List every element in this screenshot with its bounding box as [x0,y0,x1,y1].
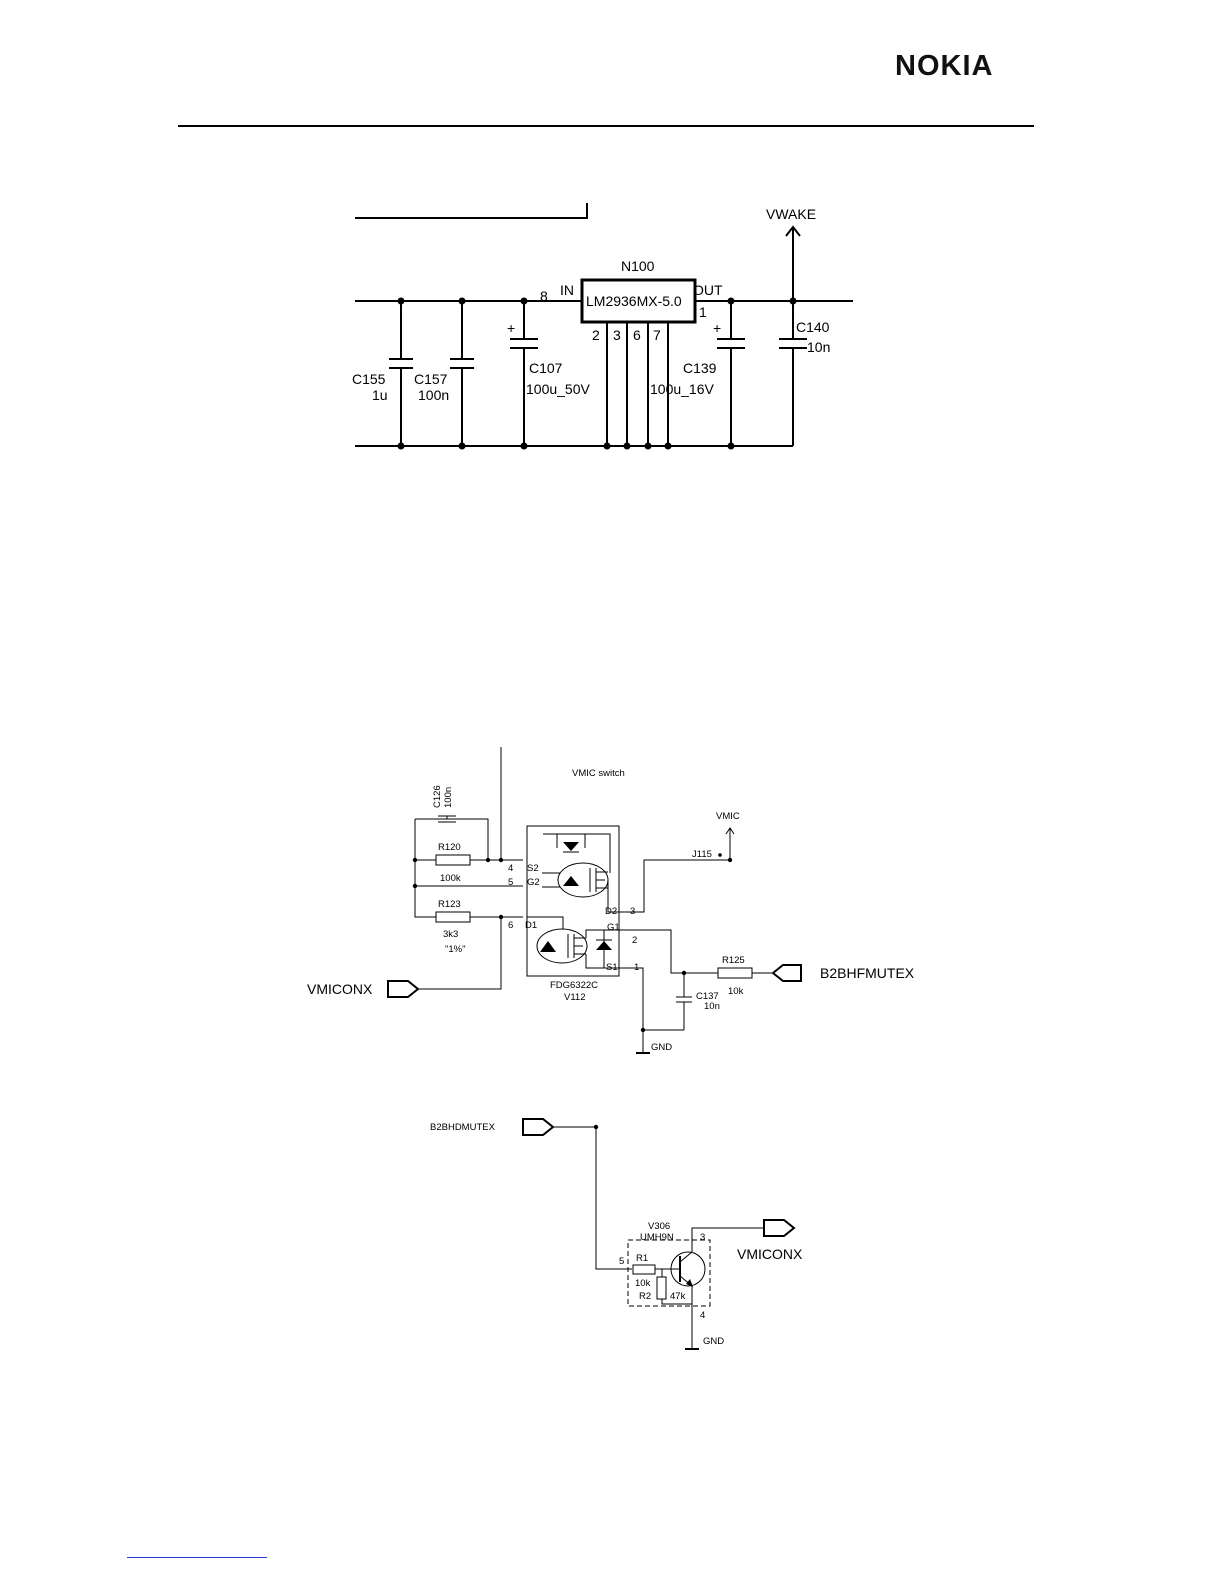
gnd-pin-6: 6 [633,327,641,343]
vmiconx-label: VMICONX [307,981,373,997]
v306-package [627,1239,711,1307]
r125-value: 10k [728,986,744,997]
header-rule [178,125,1034,127]
pin-in-label: IN [560,282,574,298]
mute-transistor-section: B2BHDMUTEX 5 V306 UMH9N R1 10k R2 47k 3 … [430,1118,803,1350]
c139-ref: C139 [683,360,717,376]
r125-ref: R125 [722,955,745,966]
fet-package [526,825,620,977]
b2bhfmutex-port-icon [771,964,802,982]
pin-2: 2 [632,935,637,946]
r2-value: 47k [670,1291,686,1302]
gnd-pin-2: 2 [592,327,600,343]
footer-link-rule [127,1557,267,1558]
r123-tolerance: "1%" [445,944,465,955]
pin-s1: S1 [606,962,618,973]
diode-top-icon [563,842,579,851]
pin-6: 6 [508,920,513,931]
c155-ref: C155 [352,371,386,387]
c157-ref: C157 [414,371,448,387]
pin-in-number: 8 [540,288,548,304]
gnd-label: GND [651,1042,672,1053]
mosfet-lower-icon [536,928,588,964]
c126-symbol [438,815,456,823]
vmiconx-out-label: VMICONX [737,1246,803,1262]
r123-ref: R123 [438,899,461,910]
vmiconx-out-port-icon [763,1219,796,1237]
vmic-switch-section: VMIC switch C126 100n R120 100k R123 3k3… [307,747,915,1054]
r123-resistor [435,911,471,923]
c137-value: 10n [704,1001,720,1012]
r1-ref: R1 [636,1253,648,1264]
pin-out-label: OUT [693,282,723,298]
c139-polarity: + [713,320,721,336]
fet-part: FDG6322C [550,980,598,991]
j115-label: J115 [692,849,712,860]
vmic-switch-title: VMIC switch [572,768,625,779]
pin-4: 4 [700,1310,705,1321]
ic-ref: N100 [621,258,655,274]
c140-value: 10n [807,339,830,355]
c107-ref: C107 [529,360,563,376]
capacitor-c139: + C139 100u_16V [650,301,745,446]
b2bhdmutex-label: B2BHDMUTEX [430,1122,496,1133]
c137-ref: C137 [696,991,719,1002]
r1-value: 10k [635,1278,651,1289]
vmic-label: VMIC [716,811,740,822]
pin-d2: D2 [605,906,617,917]
gnd-pin-7: 7 [653,327,661,343]
r120-ref: R120 [438,842,461,853]
pin-5: 5 [619,1256,624,1267]
pin-d1: D1 [525,920,537,931]
pin-s2: S2 [527,863,539,874]
c157-value: 100n [418,387,449,403]
pin-4: 4 [508,863,513,874]
regulator-junctions [397,297,797,450]
pin-g1: G1 [607,922,620,933]
r120-resistor [435,854,471,866]
r123-value: 3k3 [443,929,458,940]
c126-ref: C126 [432,785,443,808]
vmiconx-port-icon [387,980,420,998]
c107-value: 100u_50V [526,381,591,397]
transistor-icon [670,1251,706,1287]
vwake-label: VWAKE [766,206,816,222]
capacitor-c140: C140 10n [779,301,830,446]
ic-part: LM2936MX-5.0 [586,293,682,309]
capacitor-c107: + C107 100u_50V [507,301,591,446]
vwake-net: VWAKE [766,206,816,301]
pin-g2: G2 [527,877,540,888]
vmic-arrow-icon [725,827,735,835]
v306-part: UMH9N [640,1232,674,1243]
b2bhfmutex-label: B2BHFMUTEX [820,965,915,981]
regulator-ic: N100 LM2936MX-5.0 IN 8 OUT 1 2 3 6 7 [540,258,723,446]
fet-ref: V112 [564,992,585,1003]
regulator-section: C155 1u C157 100n + C107 100u_50V N100 L… [352,203,853,450]
r2-ref: R2 [639,1291,651,1302]
brand-logo: NOKIA [895,50,994,82]
gnd-pin-3: 3 [613,327,621,343]
c107-polarity: + [507,320,515,336]
b2bhdmutex-port-icon [522,1118,555,1136]
v306-ref: V306 [648,1221,670,1232]
r125-resistor [717,967,753,979]
c140-ref: C140 [796,319,830,335]
pin-5: 5 [508,877,513,888]
c155-value: 1u [372,387,388,403]
pin-out-number: 1 [699,304,707,320]
vwake-arrow-icon [785,225,801,237]
c126-value: 100n [443,787,454,808]
c139-value: 100u_16V [650,381,715,397]
r1-resistor [632,1264,656,1275]
r120-value: 100k [440,873,461,884]
capacitor-c155: C155 1u [352,301,413,446]
partial-wire-top [355,203,588,219]
capacitor-c157: C157 100n [414,301,474,446]
r2-resistor [656,1276,667,1300]
gnd-label-2: GND [703,1336,724,1347]
pin-3: 3 [700,1232,705,1243]
